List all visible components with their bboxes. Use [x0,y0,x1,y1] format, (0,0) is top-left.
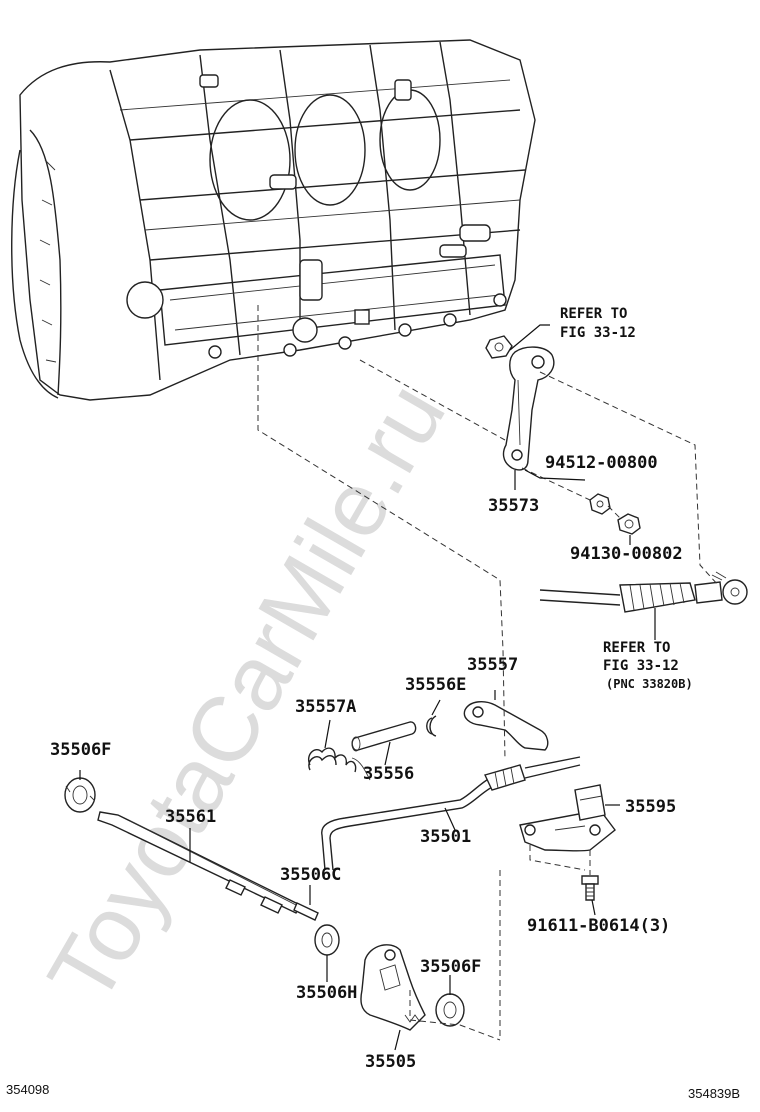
figure-code-left: 354098 [6,1082,49,1097]
cable-upper [539,571,748,613]
label-94512-00800: 94512-00800 [545,453,658,473]
cable-35501 [321,756,581,871]
watermark-text: ToyotaCarMile.ru [29,367,465,1020]
label-35501: 35501 [420,827,471,847]
label-35573: 35573 [488,496,539,516]
label-35506C: 35506C [280,865,341,885]
pin-35556 [351,721,417,752]
leader-lines [79,324,656,1051]
label-35506H: 35506H [296,983,357,1003]
bolt-91611 [581,875,599,901]
label-35556: 35556 [363,764,414,784]
pin-35506C [293,902,319,921]
refer-top-line1: REFER TO [560,306,627,322]
label-35505: 35505 [365,1052,416,1072]
refer-mid-line2: FIG 33-12 [603,658,679,674]
spring-35557A [308,747,371,781]
label-35561: 35561 [165,807,216,827]
label-91611-B0614: 91611-B0614(3) [527,916,670,936]
lever-35573 [502,346,555,471]
label-35506F-left: 35506F [50,740,111,760]
refer-top-line2: FIG 33-12 [560,325,636,341]
bushing-35506H [314,924,340,956]
lever-35557 [463,701,549,751]
refer-mid-line3: (PNC 33820B) [606,677,693,691]
centerlines [257,305,719,1041]
detent-plate-35505 [360,944,426,1031]
seal-35506F-right [435,993,465,1027]
clip-35556E [426,715,437,737]
seal-35506F-left [64,777,96,813]
shaft-35561 [97,811,301,914]
refer-mid-line1: REFER TO [603,640,670,656]
nut-upper [485,335,513,359]
transmission-housing [11,39,536,401]
label-35557A: 35557A [295,697,356,717]
washer-94512 [589,493,611,515]
label-35506F-right: 35506F [420,957,481,977]
part-number-labels: 94512-00800 35573 94130-00802 35557 3555… [50,453,683,1072]
figure-code-right: 354839B [688,1086,740,1101]
label-35556E: 35556E [405,675,466,695]
label-94130-00802: 94130-00802 [570,544,683,564]
nut-94130 [617,513,641,535]
label-35595: 35595 [625,797,676,817]
bracket-35595 [519,784,616,852]
label-35557: 35557 [467,655,518,675]
reference-notes: REFER TO FIG 33-12 REFER TO FIG 33-12 (P… [560,306,693,691]
